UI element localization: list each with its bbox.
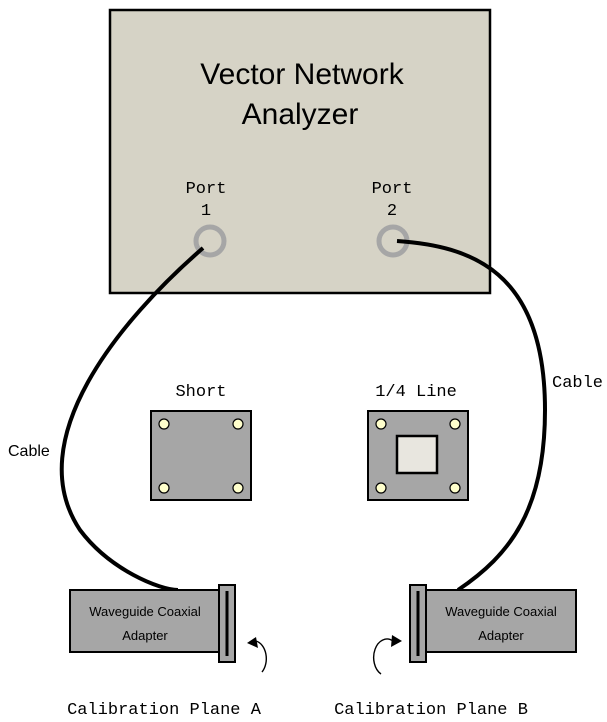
left-rotation-arrow-icon xyxy=(255,640,267,673)
left-rotation-arrowhead-icon xyxy=(247,637,258,648)
port1-label-line1: Port xyxy=(186,180,227,199)
vna-title-line1: Vector Network xyxy=(200,58,404,91)
left-cable-label: Cable xyxy=(8,443,50,460)
right-cable-label: Cable xyxy=(552,374,603,393)
line-label: 1/4 Line xyxy=(375,383,457,402)
right-adapter-label-line2: Adapter xyxy=(478,628,524,643)
left-adapter-body xyxy=(69,589,221,653)
right-cable xyxy=(396,239,548,592)
line-window xyxy=(395,434,439,475)
left-adapter-label-line2: Adapter xyxy=(122,628,168,643)
short-screw-br xyxy=(232,482,244,494)
port2-label-line1: Port xyxy=(372,180,413,199)
short-screw-tr xyxy=(232,418,244,430)
left-adapter-label-line1: Waveguide Coaxial xyxy=(89,604,201,619)
right-rotation-arrow-icon xyxy=(372,638,394,675)
port1-label-line2: 1 xyxy=(201,202,211,221)
port2-label-line2: 2 xyxy=(387,202,397,221)
short-screw-tl xyxy=(158,418,170,430)
calibration-plane-b-label: Calibration Plane B xyxy=(334,701,528,720)
line-screw-tr xyxy=(449,418,461,430)
line-screw-tl xyxy=(375,418,387,430)
short-label: Short xyxy=(175,383,226,402)
short-screw-bl xyxy=(158,482,170,494)
calibration-plane-a-label: Calibration Plane A xyxy=(67,701,262,720)
right-adapter-label-line1: Waveguide Coaxial xyxy=(445,604,557,619)
line-screw-bl xyxy=(375,482,387,494)
port1-connector[interactable] xyxy=(193,224,227,258)
left-cable xyxy=(59,246,205,592)
line-screw-br xyxy=(449,482,461,494)
right-rotation-arrowhead-icon xyxy=(391,635,402,647)
vna-title-line2: Analyzer xyxy=(242,98,359,131)
vna-box xyxy=(108,8,492,295)
right-adapter-body xyxy=(425,589,577,653)
